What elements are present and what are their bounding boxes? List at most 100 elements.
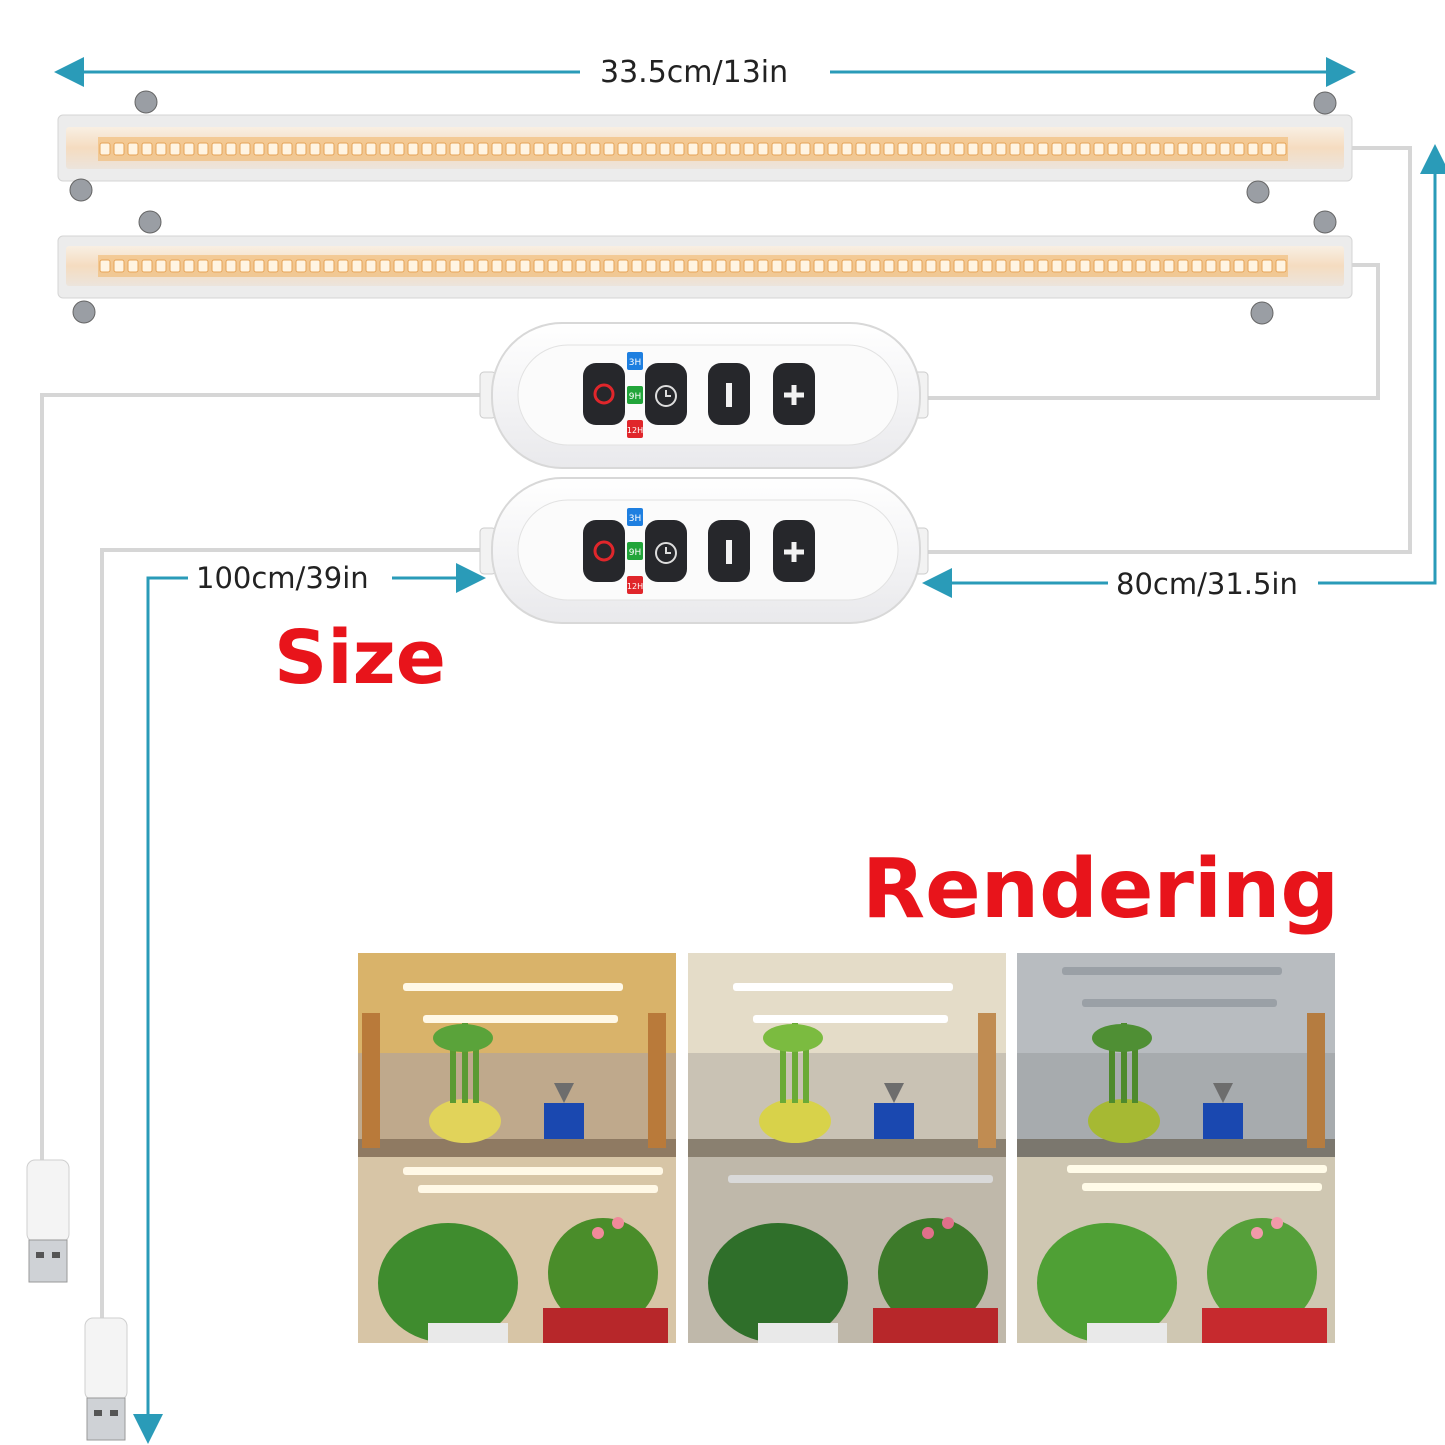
led-chip [351,142,363,156]
bar-length-label: 33.5cm/13in [592,56,797,90]
controller-top: 3H 9H 12H [479,322,929,469]
led-chip [449,259,461,273]
led-chip [897,142,909,156]
led-chip [1009,259,1021,273]
led-chip [393,259,405,273]
led-chip [463,259,475,273]
minus-button[interactable] [708,363,750,425]
led-chip [337,142,349,156]
led-chip [841,142,853,156]
led-chip [211,259,223,273]
led-chip [897,259,909,273]
led-chip [883,142,895,156]
timer-button[interactable] [645,520,687,582]
led-chip [99,142,111,156]
led-chip [1177,142,1189,156]
led-chip [561,259,573,273]
led-chip [589,142,601,156]
led-chip [169,142,181,156]
led-chip [813,142,825,156]
led-chip [925,259,937,273]
size-heading: Size [274,615,446,701]
led-chip [1051,142,1063,156]
timer-9h-label: 9H [629,548,642,558]
power-icon [593,540,615,562]
led-chip [729,142,741,156]
led-chip [533,259,545,273]
led-chip [533,142,545,156]
mount-screw [1313,210,1337,234]
led-chip [883,259,895,273]
led-chip [1163,142,1175,156]
plus-button[interactable] [773,520,815,582]
cables [40,146,1412,1320]
led-chip [239,142,251,156]
led-chips [99,259,1287,273]
rendering-heading: Rendering [862,842,1340,937]
led-chip [701,259,713,273]
led-chip [1135,142,1147,156]
led-chip [631,259,643,273]
led-chip [925,142,937,156]
led-chip [771,259,783,273]
led-chip [435,259,447,273]
led-chip [1079,259,1091,273]
led-chip [981,259,993,273]
plus-icon [784,542,804,562]
led-chips [99,142,1287,156]
led-chip [743,259,755,273]
light-cable-arrow-v [1318,144,1445,585]
led-chip [911,142,923,156]
led-chip [491,259,503,273]
led-chip [281,142,293,156]
led-chip [1205,142,1217,156]
rendering-photo-cool [1017,953,1335,1343]
power-button[interactable] [583,363,625,425]
led-bar-bottom [57,210,1353,325]
led-chip [547,142,559,156]
led-chip [841,259,853,273]
usb-cable-arrow-v [133,576,192,1444]
led-chip [1191,142,1203,156]
led-chip [575,259,587,273]
led-bar-top [57,90,1353,204]
led-chip [1023,259,1035,273]
led-chip [505,142,517,156]
minus-button[interactable] [708,520,750,582]
led-chip [1037,259,1049,273]
led-chip [785,259,797,273]
led-chip [393,142,405,156]
led-chip [631,142,643,156]
led-chip [127,259,139,273]
led-chip [1121,259,1133,273]
led-chip [939,259,951,273]
led-chip [127,142,139,156]
led-chip [295,259,307,273]
dimension-arrows [54,57,1445,1444]
led-chip [267,259,279,273]
led-chip [183,259,195,273]
led-chip [1135,259,1147,273]
led-chip [1233,142,1245,156]
led-chip [463,142,475,156]
led-chip [1107,259,1119,273]
led-chip [701,142,713,156]
led-chip [673,142,685,156]
timer-button[interactable] [645,363,687,425]
power-button[interactable] [583,520,625,582]
power-icon [593,383,615,405]
led-chip [687,259,699,273]
led-chip [995,259,1007,273]
upper-usb-cable [40,393,490,1160]
led-chip [1219,142,1231,156]
led-chip [211,142,223,156]
led-chip [323,142,335,156]
usb-plug-right [84,1317,128,1441]
led-chip [1233,259,1245,273]
plus-button[interactable] [773,363,815,425]
led-chip [225,142,237,156]
mount-screw [1246,180,1270,204]
led-chip [813,259,825,273]
led-chip [953,142,965,156]
led-chip [1149,259,1161,273]
